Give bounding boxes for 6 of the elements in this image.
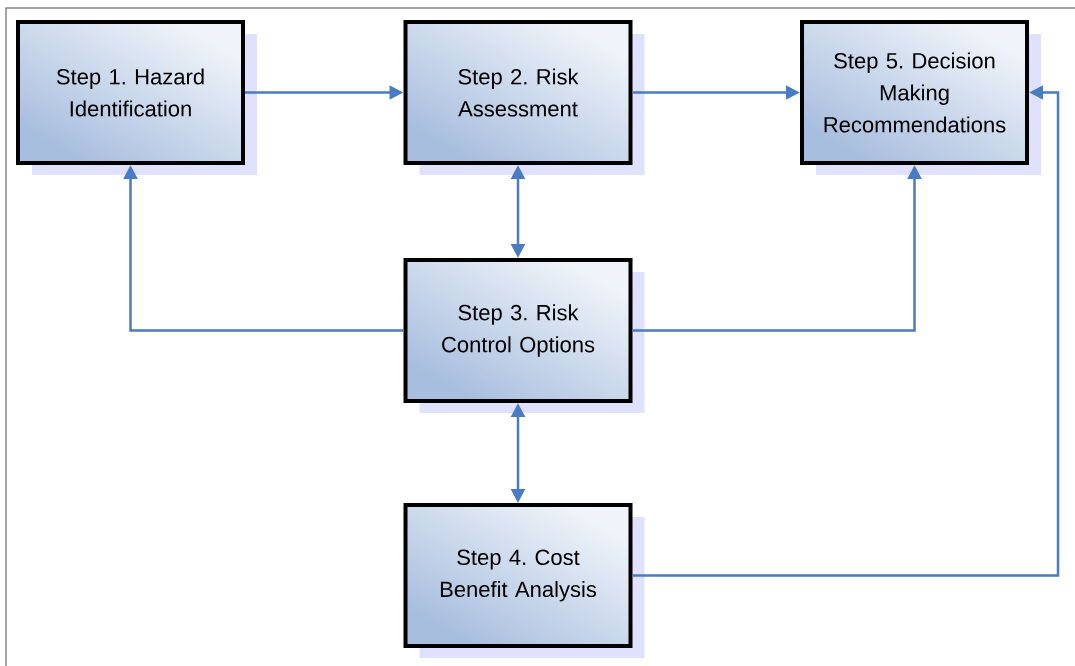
arrow bbox=[632, 85, 1060, 577]
step-box: Step 4. Cost Benefit Analysis bbox=[403, 503, 645, 658]
step-box: Step 2. Risk Assessment bbox=[403, 20, 645, 175]
step-box: Step 3. Risk Control Options bbox=[403, 258, 645, 413]
step-box: Step 1. Hazard Identification bbox=[16, 20, 257, 175]
step-box: Step 5. Decision Making Recommendations bbox=[800, 20, 1041, 175]
